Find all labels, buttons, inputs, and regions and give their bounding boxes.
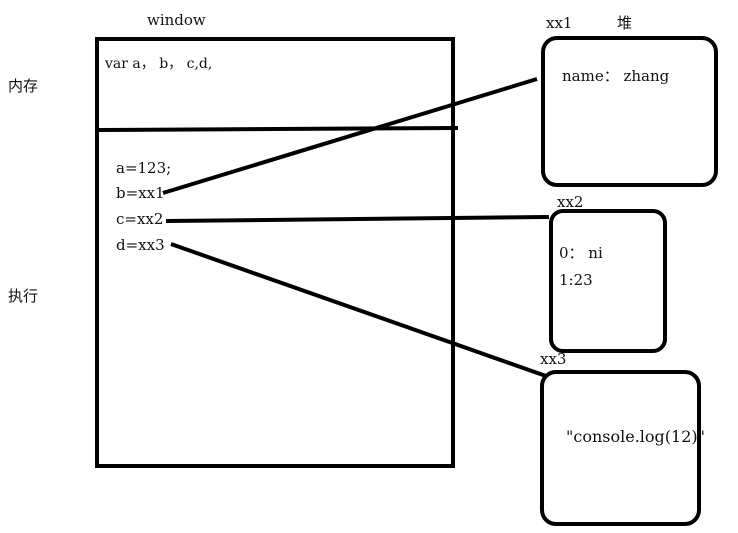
heap-box-xx2 [549, 209, 667, 353]
heap-title: 堆 [617, 14, 633, 32]
heap-box-xx3 [540, 370, 701, 526]
assignment-d: d=xx3 [116, 236, 165, 254]
pointer-d-to-xx3 [170, 242, 547, 378]
heap-address-xx1: xx1 [546, 14, 573, 32]
heap-xx1-content: name： zhang [562, 67, 670, 85]
pointer-b-to-xx1 [162, 77, 538, 195]
heap-address-xx2: xx2 [557, 193, 584, 211]
heap-xx3-content: "console.log(12)" [566, 427, 705, 446]
heap-box-xx1 [541, 36, 718, 187]
heap-xx2-line1: 0： ni [559, 244, 603, 262]
heap-address-xx3: xx3 [540, 350, 567, 368]
execute-label: 执行 [8, 287, 39, 305]
assignment-c: c=xx2 [116, 210, 164, 228]
memory-label: 内存 [8, 77, 39, 95]
heap-xx2-line2: 1:23 [559, 271, 593, 289]
assignment-a: a=123; [116, 159, 172, 177]
pointer-c-to-xx2 [165, 215, 550, 223]
window-divider [96, 126, 459, 132]
assignment-b: b=xx1 [116, 184, 165, 202]
window-box [95, 37, 455, 468]
variable-declaration: var a， b， c,d, [105, 56, 213, 72]
window-title: window [147, 11, 206, 29]
